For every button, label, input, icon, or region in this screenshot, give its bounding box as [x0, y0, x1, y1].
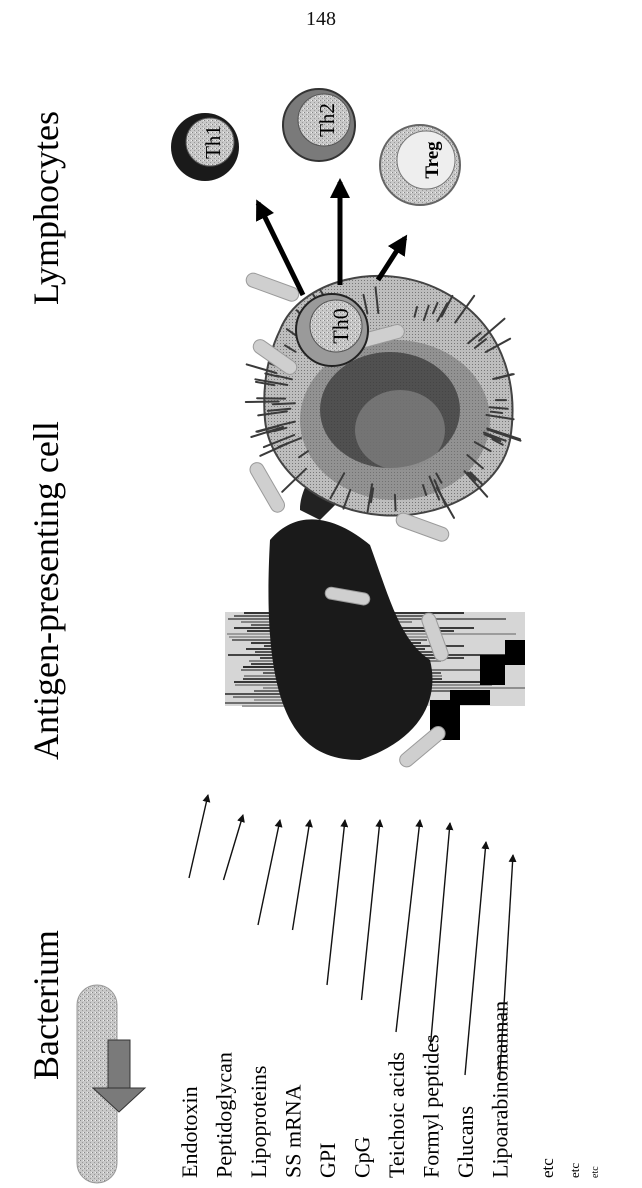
ligand-arrow	[189, 795, 208, 878]
ligand-arrow	[224, 815, 244, 880]
ligand-label: Glucans	[453, 1106, 478, 1178]
ligand-label: Endotoxin	[177, 1086, 202, 1178]
ligand-label: Peptidoglycan	[212, 1052, 237, 1178]
th1-label: Th1	[201, 125, 225, 159]
heading-bacterium: Bacterium	[26, 930, 66, 1080]
heading-lymphocytes: Lymphocytes	[26, 111, 66, 305]
ligand-arrows	[189, 795, 513, 1080]
etc-label: etc	[590, 1166, 601, 1178]
treg-cell: Treg	[380, 125, 460, 205]
th2-cell: Th2	[283, 89, 355, 161]
ligand-arrow	[293, 820, 311, 930]
ligand-arrow	[396, 820, 420, 1032]
ligand-arrow	[327, 820, 345, 985]
ligand-label: Lipoarabinomannan	[488, 1001, 513, 1178]
ligand-label: Teichoic acids	[384, 1052, 409, 1178]
ligand-label: CpG	[350, 1136, 375, 1178]
ligand-arrow	[431, 823, 451, 1045]
th0-label: Th0	[328, 308, 353, 343]
th0-cell: Th0	[296, 294, 368, 366]
ligand-label: Formyl peptides	[419, 1034, 444, 1178]
ligand-arrow	[362, 820, 381, 1000]
th1-cell: Th1	[171, 113, 239, 181]
ligand-labels: Endotoxin Peptidoglycan Lipoproteins SS mRN…	[177, 1001, 513, 1178]
heading-apc: Antigen-presenting cell	[26, 421, 66, 760]
ligand-label: SS mRNA	[281, 1084, 306, 1178]
ligand-arrow	[465, 842, 486, 1075]
etc-label: etc	[567, 1163, 582, 1178]
ligand-arrow	[258, 820, 280, 925]
treg-label: Treg	[422, 141, 443, 179]
ligand-label: GPI	[315, 1143, 340, 1178]
arrow-th0-treg	[378, 238, 405, 280]
ligand-label: Lipoproteins	[246, 1066, 271, 1178]
th2-label: Th2	[315, 103, 339, 137]
etc-label: etc	[538, 1158, 557, 1178]
